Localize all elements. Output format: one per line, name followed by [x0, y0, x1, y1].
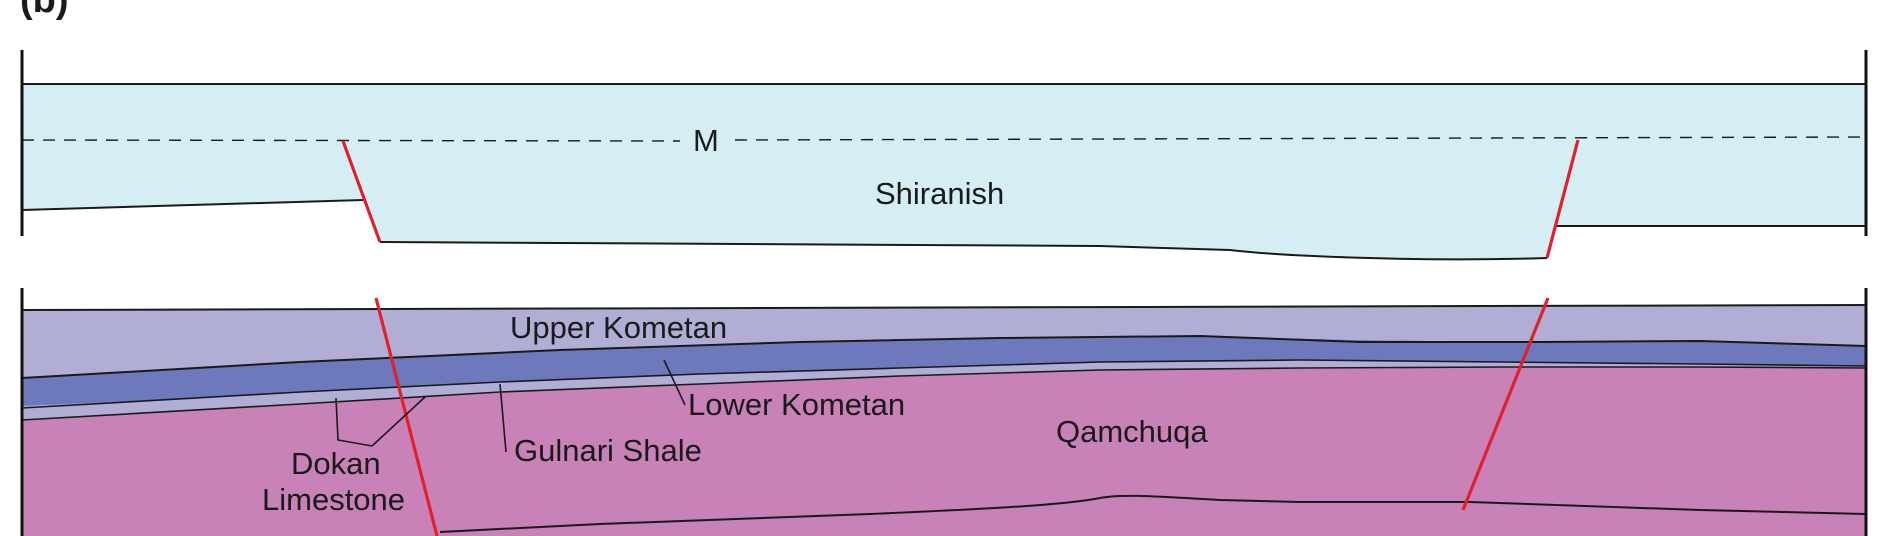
leader-gulnari-shale [499, 383, 507, 453]
leader-lower-kometan [663, 359, 686, 406]
marker-horizon-left [21, 139, 681, 142]
shiranish-base-left [21, 199, 364, 211]
upper-kometan-layer [22, 305, 1866, 378]
shiranish-base-middle [379, 241, 1548, 261]
shiranish-label: Shiranish [875, 176, 1004, 211]
fault-right-lower [1461, 297, 1550, 511]
fault-left-upper [341, 140, 382, 243]
qamchuqa-body [22, 367, 1866, 536]
marker-label: M [693, 123, 719, 158]
upper-kometan-label: Upper Kometan [510, 310, 727, 345]
shiranish-layer [22, 84, 1866, 260]
leader-dokan-right [371, 396, 426, 447]
upper-lower-kometan-contact [21, 334, 1867, 379]
fault-right-upper [1545, 139, 1580, 259]
lower-kometan-label: Lower Kometan [688, 387, 905, 422]
dokan-limestone-label-line2: Limestone [262, 482, 405, 517]
dokan-limestone-label-line1: Dokan [291, 446, 381, 481]
upper-panel: M Shiranish [20, 50, 1868, 261]
upper-kometan-top [21, 304, 1867, 311]
gulnari-shale-label: Gulnari Shale [514, 433, 702, 468]
fault-left-lower [374, 297, 439, 536]
leader-dokan-left [335, 397, 373, 447]
qamchuqa-base [439, 494, 1867, 533]
lower-panel: Upper Kometan Lower Kometan Qamchuqa Gul… [20, 288, 1868, 536]
gulnari-shale-layer [22, 360, 1866, 420]
panel-label: (b) [20, 0, 69, 21]
qamchuqa-label: Qamchuqa [1056, 414, 1208, 449]
